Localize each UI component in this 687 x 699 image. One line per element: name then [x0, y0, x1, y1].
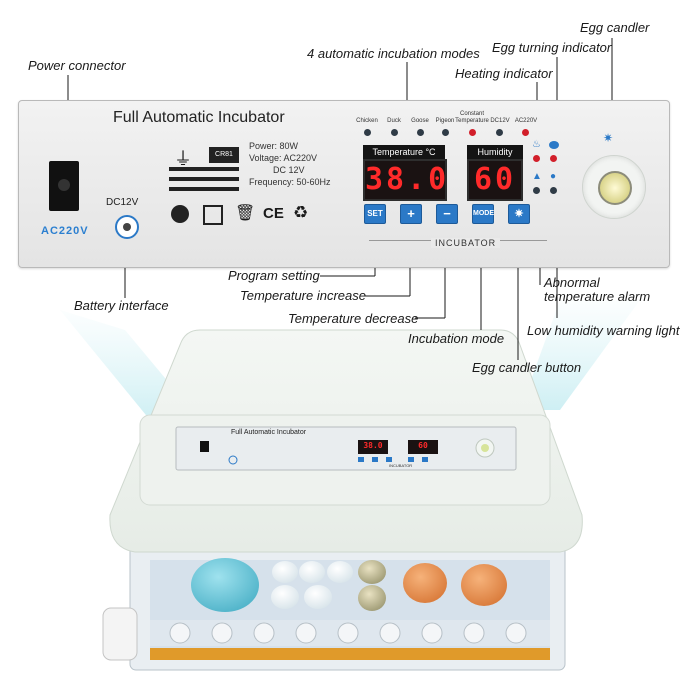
mode-label-goose: Goose — [411, 118, 429, 124]
spec-dc: DC 12V — [273, 165, 305, 175]
light-beam-right — [520, 300, 640, 410]
led-egg-turning — [550, 155, 557, 162]
mode-button[interactable]: MODE — [472, 204, 494, 224]
temperature-decrease-button[interactable]: − — [436, 204, 458, 224]
label-incubation-modes: 4 automatic incubation modes — [307, 46, 480, 61]
indicator-label-dc12v: DC12V — [490, 118, 510, 124]
recycle-icon: ♻ — [293, 203, 309, 222]
water-channel — [150, 648, 550, 660]
mini-temp-value: 38.0 — [363, 441, 383, 450]
mini-buttons — [358, 457, 428, 462]
battery-port[interactable] — [115, 215, 139, 239]
label-battery-interface: Battery interface — [74, 298, 169, 313]
mini-brand-label: INCUBATOR — [389, 463, 413, 468]
ce-mark: CE — [263, 205, 284, 222]
spec-bar — [169, 177, 239, 181]
label-egg-candler: Egg candler — [580, 20, 650, 35]
egg-candler-button[interactable]: ✷ — [508, 204, 530, 224]
label-egg-candler-button: Egg candler button — [472, 360, 582, 375]
power-connector[interactable] — [49, 161, 79, 211]
panel-title: Full Automatic Incubator — [113, 109, 285, 126]
egg-turning-icon — [549, 141, 559, 149]
mini-humidity-display — [408, 440, 438, 454]
led-ac220v — [522, 129, 529, 136]
white-egg — [271, 585, 299, 609]
ac-label: AC220V — [41, 225, 89, 237]
mode-label-chicken: Chicken — [356, 118, 378, 124]
mini-dc-port — [228, 455, 238, 465]
spec-frequency: Frequency: 50-60Hz — [249, 177, 331, 187]
label-incubation-mode: Incubation mode — [408, 331, 505, 346]
heating-flame-icon: ♨ — [532, 139, 541, 150]
temperature-display: 38.0 — [363, 159, 447, 201]
egg-candler[interactable] — [582, 155, 646, 219]
led-low-humidity — [550, 187, 557, 194]
mode-label-pigeon: Pigeon — [435, 118, 455, 124]
humidity-drop-icon: ● — [550, 171, 557, 182]
set-button[interactable]: SET — [364, 204, 386, 224]
spec-bar — [169, 187, 239, 191]
brand-label: INCUBATOR — [431, 238, 501, 248]
brown-egg — [403, 563, 447, 603]
battery-icon: CR81 — [209, 147, 239, 163]
label-egg-turning-indicator: Egg turning indicator — [492, 40, 612, 55]
indicator-label-ac220v: AC220V — [514, 118, 538, 124]
mode-label-constant-temperature: Constant Temperature — [455, 111, 489, 124]
label-low-humidity-warning: Low humidity warning light — [527, 323, 680, 338]
label-abnormal-temperature-alarm: Abnormal temperature alarm — [544, 275, 651, 304]
label-temperature-decrease: Temperature decrease — [288, 311, 419, 326]
white-egg — [304, 585, 332, 609]
label-power-connector: Power connector — [28, 58, 126, 73]
brown-egg — [461, 564, 507, 606]
mini-humidity-value: 60 — [418, 441, 428, 450]
mini-power-connector — [200, 441, 209, 452]
candler-star-icon: ✷ — [603, 131, 614, 145]
dc-label: DC12V — [106, 197, 139, 208]
battery-port-pin — [123, 223, 131, 231]
mode-label-duck: Duck — [387, 118, 401, 124]
control-panel: Full Automatic Incubator AC220V DC12V ⏚ … — [18, 100, 670, 268]
label-temperature-increase: Temperature increase — [240, 288, 366, 303]
power-socket-hole — [58, 179, 70, 191]
plug-icon: ⏚ — [174, 149, 192, 169]
side-knob — [102, 607, 138, 661]
quail-egg — [358, 560, 386, 584]
label-heating-indicator: Heating indicator — [455, 66, 553, 81]
mini-panel-title: Full Automatic Incubator — [231, 429, 307, 436]
recycle-disc-icon — [171, 205, 189, 223]
led-duck — [391, 129, 398, 136]
white-egg — [327, 561, 353, 583]
white-egg — [299, 561, 325, 583]
alarm-icon: ▲ — [532, 171, 542, 182]
white-egg — [272, 561, 298, 583]
blue-egg — [191, 558, 259, 612]
led-dc12v — [496, 129, 503, 136]
mini-temp-display — [358, 440, 388, 454]
spec-voltage: Voltage: AC220V — [249, 153, 318, 163]
spec-bar — [169, 167, 239, 171]
temperature-label: Temperature °C — [363, 145, 445, 159]
led-heating — [533, 155, 540, 162]
spec-power: Power: 80W — [249, 141, 299, 151]
roller-gears — [169, 622, 527, 644]
label-program-setting: Program setting — [228, 268, 320, 283]
led-constant-temperature — [469, 129, 476, 136]
temperature-increase-button[interactable]: + — [400, 204, 422, 224]
mini-candler-light — [481, 444, 489, 452]
weee-bin-icon: 🗑 — [235, 205, 256, 222]
candler-lamp — [598, 171, 632, 205]
mini-control-panel — [175, 426, 517, 471]
led-pigeon — [442, 129, 449, 136]
led-chicken — [364, 129, 371, 136]
humidity-display: 60 — [467, 159, 523, 201]
led-goose — [417, 129, 424, 136]
double-insulation-icon — [203, 205, 223, 225]
quail-egg — [358, 585, 386, 611]
led-abnormal-temperature — [533, 187, 540, 194]
